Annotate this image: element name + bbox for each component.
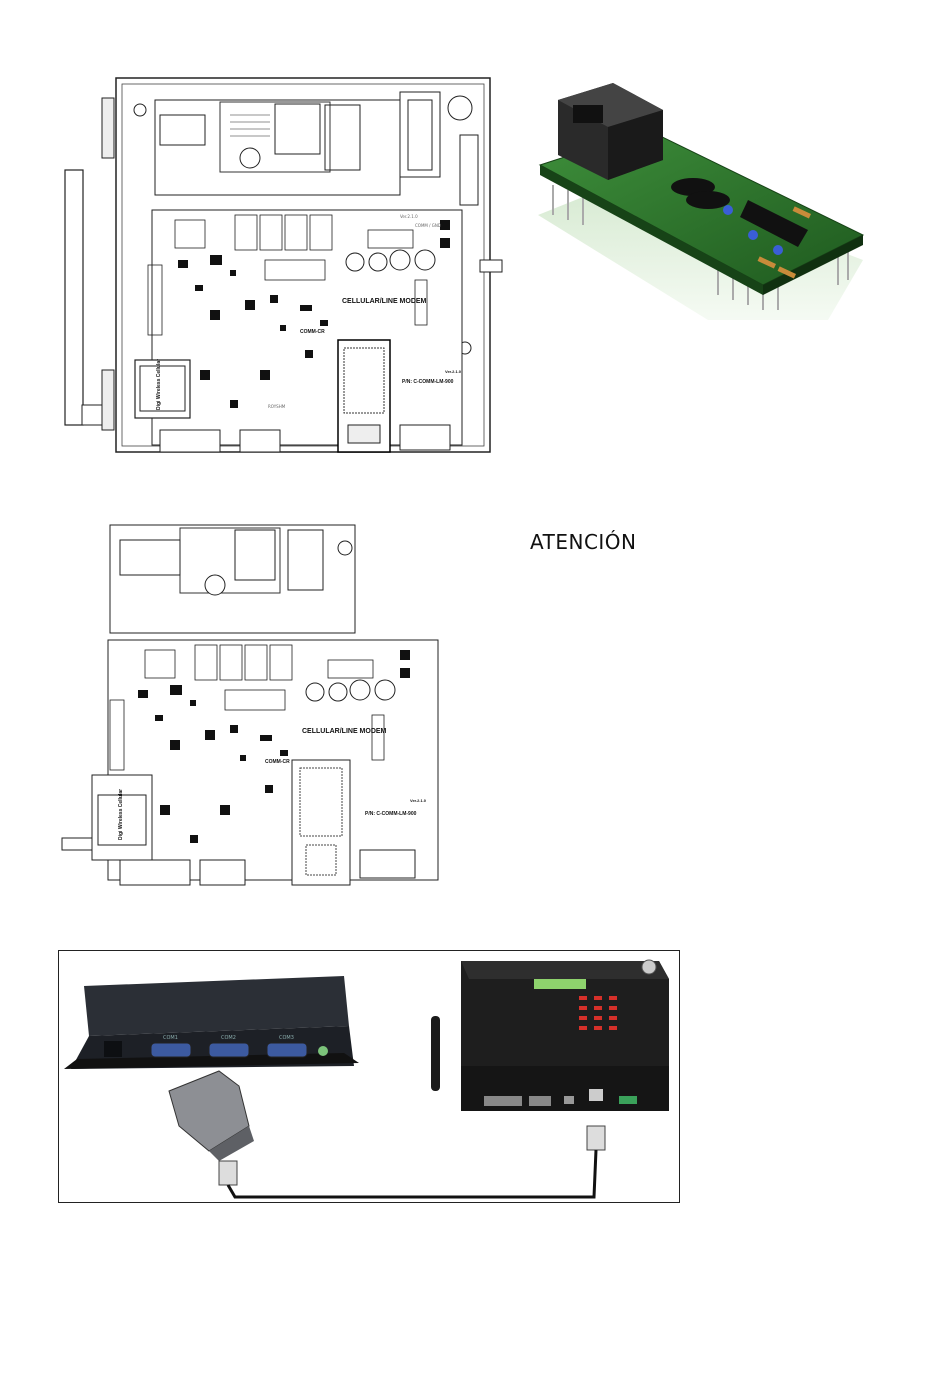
board-top-module-brand: Digi Wireless Cellular xyxy=(156,359,162,410)
board-top-module-tag: ROYSHM xyxy=(268,404,286,409)
board-top-comm-label: COMM-CR xyxy=(300,329,325,335)
board-bottom-module-brand: Digi Wireless Cellular xyxy=(118,789,124,840)
converter-port-com2: COM2 xyxy=(221,1035,236,1041)
figure-module-3d xyxy=(528,75,868,325)
figure-board: CELLULAR/LINE MODEM COMM-CR P/N: C-COMM-… xyxy=(60,520,440,890)
warning-heading: ATENCIÓN xyxy=(530,530,637,554)
board-top-version-pcb: Ver.2.1.0 xyxy=(400,214,418,219)
board-top-modem-label: CELLULAR/LINE MODEM xyxy=(342,298,427,305)
board-bottom-version: Ver.2.1.0 xyxy=(410,798,427,803)
figure-enclosure-board: CELLULAR/LINE MODEM COMM-CR P/N: C-COMM-… xyxy=(60,70,510,460)
board-top-cover-label: COMM / GND xyxy=(415,223,441,228)
board-bottom-part-label: P/N: C-COMM-LM-900 xyxy=(365,811,417,817)
figure-connection: COM1 COM2 COM3 xyxy=(58,950,680,1203)
converter-port-com1: COM1 xyxy=(163,1035,178,1041)
board-top-part-label: P/N: C-COMM-LM-900 xyxy=(402,379,454,385)
board-top-version: Ver.2.1.0 xyxy=(445,369,462,374)
board-bottom-comm-label: COMM-CR xyxy=(265,759,290,765)
converter-port-com3: COM3 xyxy=(279,1035,294,1041)
board-bottom-modem-label: CELLULAR/LINE MODEM xyxy=(302,728,387,735)
